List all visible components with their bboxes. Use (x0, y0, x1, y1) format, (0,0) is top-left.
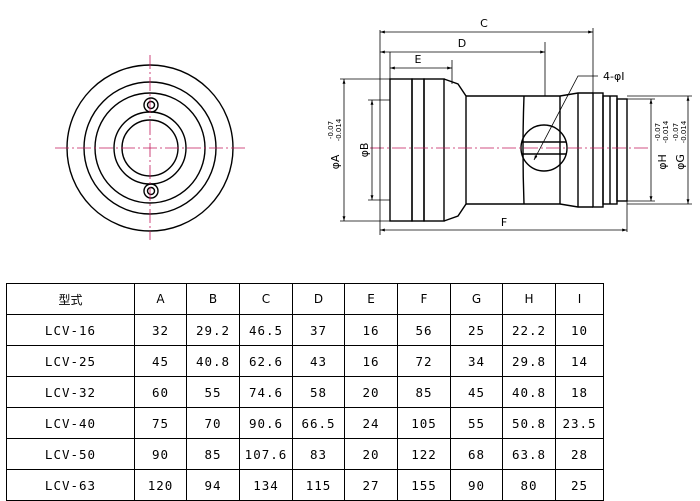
table-cell: 20 (344, 438, 398, 470)
table-cell: 155 (397, 469, 451, 501)
table-cell: 74.6 (239, 376, 293, 408)
table-cell: 28 (555, 438, 604, 470)
table-cell: 72 (397, 345, 451, 377)
header-cell: E (344, 283, 398, 315)
dim-G-tol-top: -0.07 (672, 123, 680, 141)
table-cell: 90.6 (239, 407, 293, 439)
table-cell: 18 (555, 376, 604, 408)
dim-A-tol-bottom: -0.014 (335, 118, 343, 141)
table-cell: 45 (450, 376, 503, 408)
table-cell: 70 (186, 407, 240, 439)
end-view (55, 55, 245, 240)
table-cell: 37 (292, 314, 345, 346)
table-cell: 14 (555, 345, 604, 377)
dim-H-tol-top: -0.07 (654, 123, 662, 141)
dim-H-tol-bottom: -0.014 (662, 120, 670, 143)
pin-hole-bottom (143, 183, 159, 199)
dimension-lines (340, 28, 692, 235)
header-cell: F (397, 283, 451, 315)
table-cell: 85 (186, 438, 240, 470)
table-cell: 55 (450, 407, 503, 439)
side-view (370, 78, 650, 222)
model-cell: LCV-63 (6, 469, 135, 501)
table-cell: 50.8 (502, 407, 556, 439)
table-cell: 40.8 (186, 345, 240, 377)
table-cell: 63.8 (502, 438, 556, 470)
table-cell: 68 (450, 438, 503, 470)
table-cell: 46.5 (239, 314, 293, 346)
table-cell: 27 (344, 469, 398, 501)
table-cell: 56 (397, 314, 451, 346)
dim-G-tol-bottom: -0.014 (680, 120, 688, 143)
table-row: LCV-40 75 70 90.6 66.5 24 105 55 50.8 23… (6, 407, 604, 439)
dim-A-label: φA (329, 154, 342, 169)
table-row: LCV-63 120 94 134 115 27 155 90 80 25 (6, 469, 604, 501)
dim-A-tol-top: -0.07 (327, 121, 335, 139)
model-cell: LCV-50 (6, 438, 135, 470)
table-header-row: 型式 A B C D E F G H I (6, 283, 604, 315)
table-cell: 90 (134, 438, 187, 470)
header-cell: B (186, 283, 240, 315)
table-cell: 23.5 (555, 407, 604, 439)
dim-holes-label: 4-φI (603, 70, 624, 83)
table-cell: 29.2 (186, 314, 240, 346)
table-cell: 122 (397, 438, 451, 470)
table-row: LCV-25 45 40.8 62.6 43 16 72 34 29.8 14 (6, 345, 604, 377)
header-cell: D (292, 283, 345, 315)
dim-H-label: φH (656, 154, 669, 170)
dim-C-label: C (480, 17, 488, 30)
table-cell: 83 (292, 438, 345, 470)
dim-E-label: E (415, 53, 422, 66)
header-cell: H (502, 283, 556, 315)
table-cell: 115 (292, 469, 345, 501)
pin-hole-top (143, 97, 159, 113)
table-cell: 134 (239, 469, 293, 501)
model-cell: LCV-25 (6, 345, 135, 377)
header-cell: 型式 (6, 283, 135, 315)
table-cell: 66.5 (292, 407, 345, 439)
header-cell: I (555, 283, 604, 315)
table-row: LCV-50 90 85 107.6 83 20 122 68 63.8 28 (6, 438, 604, 470)
table-cell: 80 (502, 469, 556, 501)
table-cell: 25 (450, 314, 503, 346)
header-cell: A (134, 283, 187, 315)
table-cell: 16 (344, 314, 398, 346)
table-cell: 85 (397, 376, 451, 408)
dim-G-label: φG (674, 154, 687, 170)
technical-drawing: C D E F 4-φI φA -0.07 -0.014 φB φH -0.07… (55, 17, 692, 240)
table-cell: 32 (134, 314, 187, 346)
table-cell: 34 (450, 345, 503, 377)
table-cell: 45 (134, 345, 187, 377)
table-cell: 105 (397, 407, 451, 439)
dim-F-label: F (501, 216, 507, 229)
dim-B-label: φB (358, 143, 371, 158)
dim-D-label: D (458, 37, 466, 50)
table-cell: 20 (344, 376, 398, 408)
table-cell: 16 (344, 345, 398, 377)
table-cell: 120 (134, 469, 187, 501)
table-cell: 90 (450, 469, 503, 501)
table-cell: 43 (292, 345, 345, 377)
spec-table: 型式 A B C D E F G H I LCV-16 32 29.2 46.5… (6, 283, 604, 501)
table-cell: 107.6 (239, 438, 293, 470)
table-cell: 62.6 (239, 345, 293, 377)
table-cell: 29.8 (502, 345, 556, 377)
table-cell: 40.8 (502, 376, 556, 408)
table-cell: 75 (134, 407, 187, 439)
table-cell: 55 (186, 376, 240, 408)
table-cell: 60 (134, 376, 187, 408)
table-row: LCV-16 32 29.2 46.5 37 16 56 25 22.2 10 (6, 314, 604, 346)
table-row: LCV-32 60 55 74.6 58 20 85 45 40.8 18 (6, 376, 604, 408)
model-cell: LCV-32 (6, 376, 135, 408)
table-cell: 94 (186, 469, 240, 501)
table-cell: 58 (292, 376, 345, 408)
model-cell: LCV-16 (6, 314, 135, 346)
table-cell: 10 (555, 314, 604, 346)
header-cell: G (450, 283, 503, 315)
table-cell: 24 (344, 407, 398, 439)
table-cell: 22.2 (502, 314, 556, 346)
header-cell: C (239, 283, 293, 315)
model-cell: LCV-40 (6, 407, 135, 439)
table-cell: 25 (555, 469, 604, 501)
